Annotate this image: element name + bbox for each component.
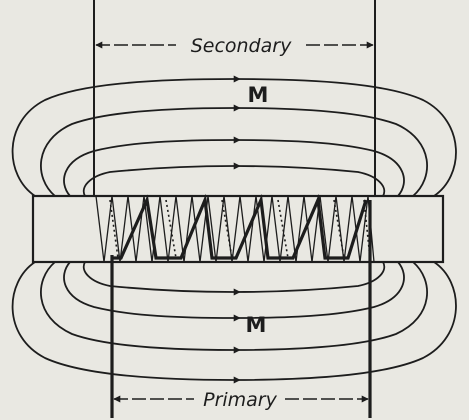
lower-flux-lines: M [11,261,457,384]
flux-label-bottom: M [246,313,267,337]
primary-winding [112,193,368,260]
flux-label-top: M [248,83,269,107]
primary-dimension: Primary [113,389,369,411]
secondary-dimension: Secondary [95,35,374,57]
secondary-label: Secondary [191,35,292,57]
primary-label: Primary [203,389,278,411]
upper-flux-lines: M [11,75,457,197]
